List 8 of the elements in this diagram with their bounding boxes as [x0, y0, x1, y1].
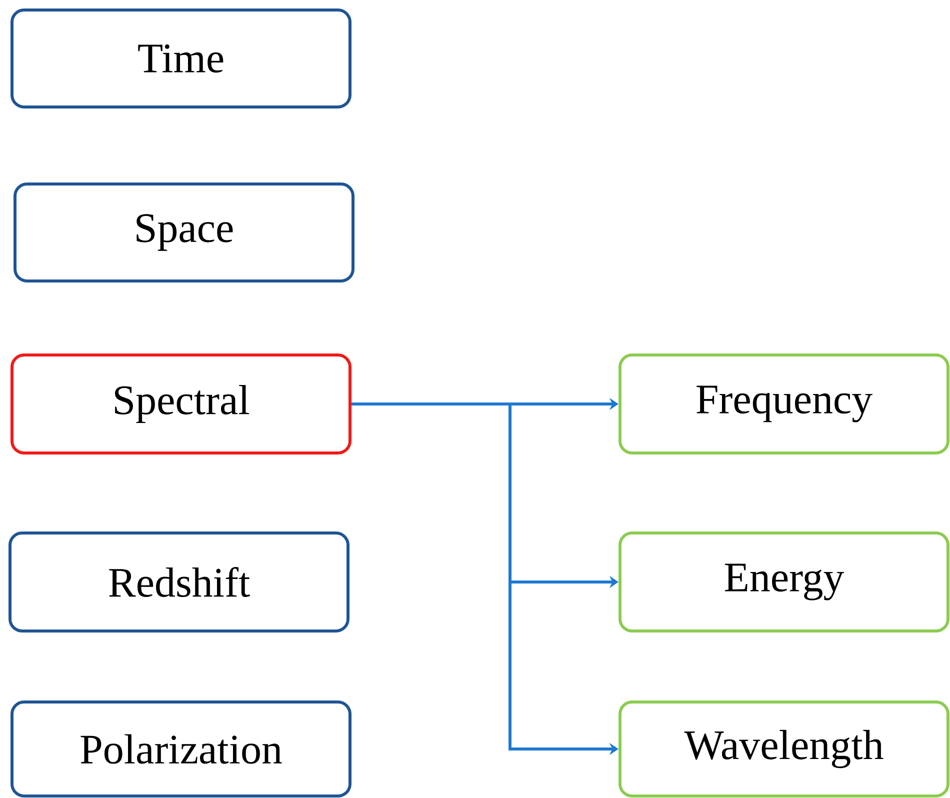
category-box: Polarization [10, 700, 352, 798]
category-box: Wavelength [618, 700, 950, 798]
category-box: Spectral [10, 354, 352, 454]
category-box: Redshift [8, 532, 350, 632]
category-box: Energy [618, 532, 950, 632]
category-box: Frequency [618, 354, 950, 454]
category-box: Time [10, 8, 352, 108]
category-box: Space [14, 182, 354, 282]
